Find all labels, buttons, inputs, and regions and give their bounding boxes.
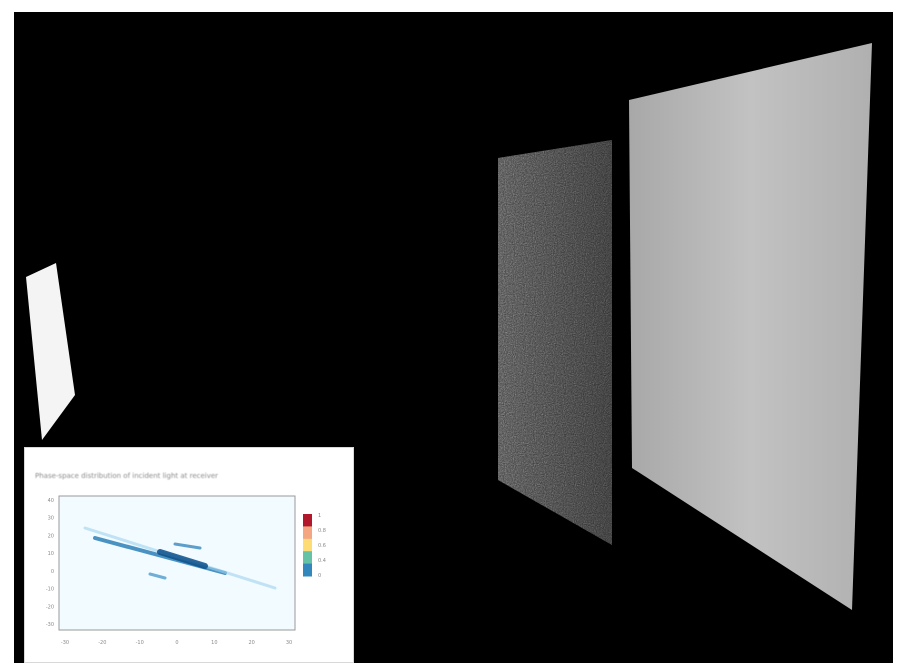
- inset-plot-svg: 40 30 20 10 0 -10 -20 -30 -30 -20 -10 0 10 20 30 1 0.8…: [46, 495, 326, 646]
- receiver-screen: [629, 43, 872, 610]
- diffuser-panel: [498, 140, 612, 545]
- colorbar-swatch: [303, 538, 312, 552]
- y-tick-label: -20: [46, 604, 54, 610]
- y-tick-label: 0: [51, 569, 54, 575]
- colorbar-swatches: [303, 514, 312, 577]
- y-tick-label: 10: [48, 551, 54, 557]
- colorbar: 1 0.8 0.6 0.4 0: [303, 513, 326, 579]
- colorbar-tick-label: 1: [318, 513, 321, 519]
- x-tick-label: 20: [248, 640, 254, 646]
- colorbar-swatch: [303, 551, 312, 565]
- x-tick-label: 30: [286, 640, 292, 646]
- plot-frame: [58, 495, 296, 631]
- y-axis-ticks: 40 30 20 10 0 -10 -20 -30: [46, 498, 54, 628]
- phase-space-plot-inset: Phase-space distribution of incident lig…: [24, 447, 354, 663]
- colorbar-ticks: 1 0.8 0.6 0.4 0: [318, 513, 326, 579]
- colorbar-swatch: [303, 526, 312, 540]
- x-tick-label: -30: [61, 640, 69, 646]
- phase-space-streaks: [83, 526, 277, 590]
- colorbar-tick-label: 0: [318, 573, 321, 579]
- colorbar-tick-label: 0.4: [318, 558, 326, 564]
- light-source-panel: [26, 263, 75, 440]
- plot-area: 40 30 20 10 0 -10 -20 -30 -30 -20 -10 0 10 20 30: [46, 495, 296, 646]
- inset-plot-title: Phase-space distribution of incident lig…: [35, 472, 219, 480]
- y-tick-label: -10: [46, 587, 54, 593]
- x-tick-label: 0: [175, 640, 178, 646]
- colorbar-tick-label: 0.8: [318, 528, 326, 534]
- y-tick-label: -30: [46, 622, 54, 628]
- colorbar-swatch: [303, 563, 312, 577]
- colorbar-tick-label: 0.6: [318, 543, 326, 549]
- streak-center: [157, 549, 208, 569]
- y-tick-label: 30: [48, 516, 54, 522]
- x-tick-label: -20: [98, 640, 106, 646]
- y-tick-label: 40: [48, 498, 54, 504]
- streak-lower: [148, 572, 167, 580]
- x-tick-label: -10: [136, 640, 144, 646]
- streak-upper: [173, 542, 202, 550]
- y-tick-label: 20: [48, 533, 54, 539]
- x-axis-ticks: -30 -20 -10 0 10 20 30: [61, 640, 292, 646]
- x-tick-label: 10: [211, 640, 217, 646]
- colorbar-swatch: [303, 514, 312, 527]
